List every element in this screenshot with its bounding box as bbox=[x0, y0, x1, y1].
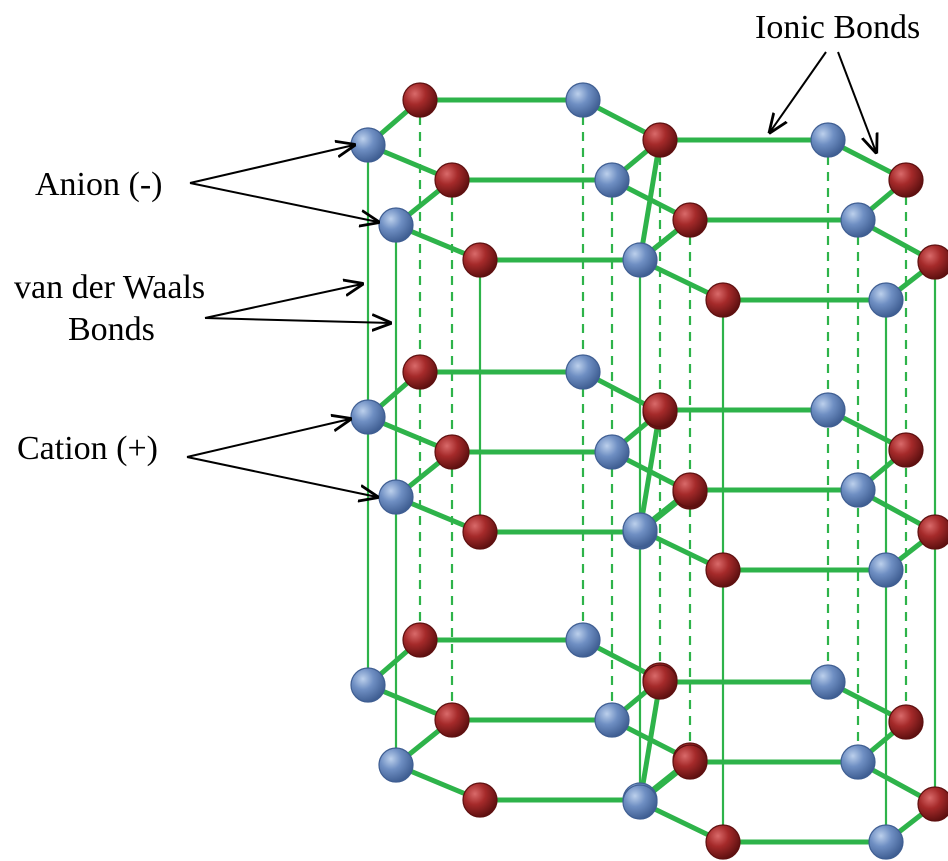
cation-atom bbox=[462, 514, 498, 550]
cation-atom bbox=[402, 82, 438, 118]
anion-atom bbox=[565, 82, 601, 118]
cation-atom bbox=[705, 552, 741, 588]
cation-atom bbox=[888, 162, 924, 198]
right-layer2-upper-ionic-ring bbox=[636, 679, 911, 809]
anion-atom bbox=[565, 622, 601, 658]
cation-atom bbox=[705, 282, 741, 318]
vdw-pointer-arrow-1 bbox=[204, 284, 362, 319]
cation-atom bbox=[402, 622, 438, 658]
cation-pointer-arrow-1 bbox=[186, 419, 350, 458]
anion-atom bbox=[350, 667, 386, 703]
anion-atom bbox=[810, 392, 846, 428]
anion-atom bbox=[810, 122, 846, 158]
cation-atom bbox=[642, 664, 678, 700]
cation-label: Cation (+) bbox=[17, 430, 158, 467]
atoms bbox=[350, 82, 948, 860]
anion-atom bbox=[622, 784, 658, 820]
cation-atom bbox=[672, 744, 708, 780]
cation-atom bbox=[642, 122, 678, 158]
anion-atom bbox=[840, 202, 876, 238]
van-der-waals-bonds bbox=[366, 100, 937, 840]
cation-atom bbox=[917, 786, 948, 822]
cation-atom bbox=[434, 702, 470, 738]
anion-atom bbox=[840, 744, 876, 780]
labels: Ionic Bonds Anion (-) van der Waals Bond… bbox=[14, 9, 920, 467]
cation-atom bbox=[888, 432, 924, 468]
ionic-pointer-arrow-2 bbox=[837, 51, 876, 152]
cation-atom bbox=[434, 162, 470, 198]
ionic-pointer-arrow-1 bbox=[770, 51, 827, 132]
anion-atom bbox=[378, 479, 414, 515]
ionic-bonds-label: Ionic Bonds bbox=[755, 9, 920, 46]
anion-label: Anion (-) bbox=[35, 166, 162, 203]
anion-atom bbox=[350, 127, 386, 163]
van-der-waals-label-line2: Bonds bbox=[68, 311, 155, 348]
anion-atom bbox=[350, 399, 386, 435]
anion-atom bbox=[840, 472, 876, 508]
cation-atom bbox=[672, 202, 708, 238]
vdw-pointer-arrow-2 bbox=[204, 318, 390, 323]
anion-atom bbox=[594, 162, 630, 198]
anion-atom bbox=[378, 747, 414, 783]
anion-atom bbox=[868, 552, 904, 588]
anion-pointer-arrow-2 bbox=[189, 182, 378, 222]
cation-atom bbox=[705, 824, 741, 860]
anion-atom bbox=[378, 207, 414, 243]
cation-atom bbox=[642, 392, 678, 428]
anion-atom bbox=[565, 354, 601, 390]
cation-atom bbox=[917, 514, 948, 550]
anion-atom bbox=[868, 824, 904, 860]
cation-atom bbox=[917, 244, 948, 280]
anion-atom bbox=[622, 512, 658, 548]
cation-atom bbox=[462, 242, 498, 278]
right-layer0-upper-ionic-ring bbox=[636, 137, 911, 267]
cation-pointer-arrow-2 bbox=[186, 456, 377, 497]
van-der-waals-label-line1: van der Waals bbox=[14, 269, 205, 306]
cation-atom bbox=[402, 354, 438, 390]
cation-atom bbox=[672, 472, 708, 508]
anion-atom bbox=[594, 702, 630, 738]
label-pointers bbox=[186, 51, 876, 497]
cation-atom bbox=[462, 782, 498, 818]
anion-atom bbox=[622, 242, 658, 278]
anion-atom bbox=[868, 282, 904, 318]
anion-atom bbox=[594, 434, 630, 470]
anion-pointer-arrow-1 bbox=[189, 145, 354, 184]
anion-atom bbox=[810, 664, 846, 700]
cation-atom bbox=[434, 434, 470, 470]
right-layer1-upper-ionic-ring bbox=[636, 407, 911, 537]
cation-atom bbox=[888, 704, 924, 740]
